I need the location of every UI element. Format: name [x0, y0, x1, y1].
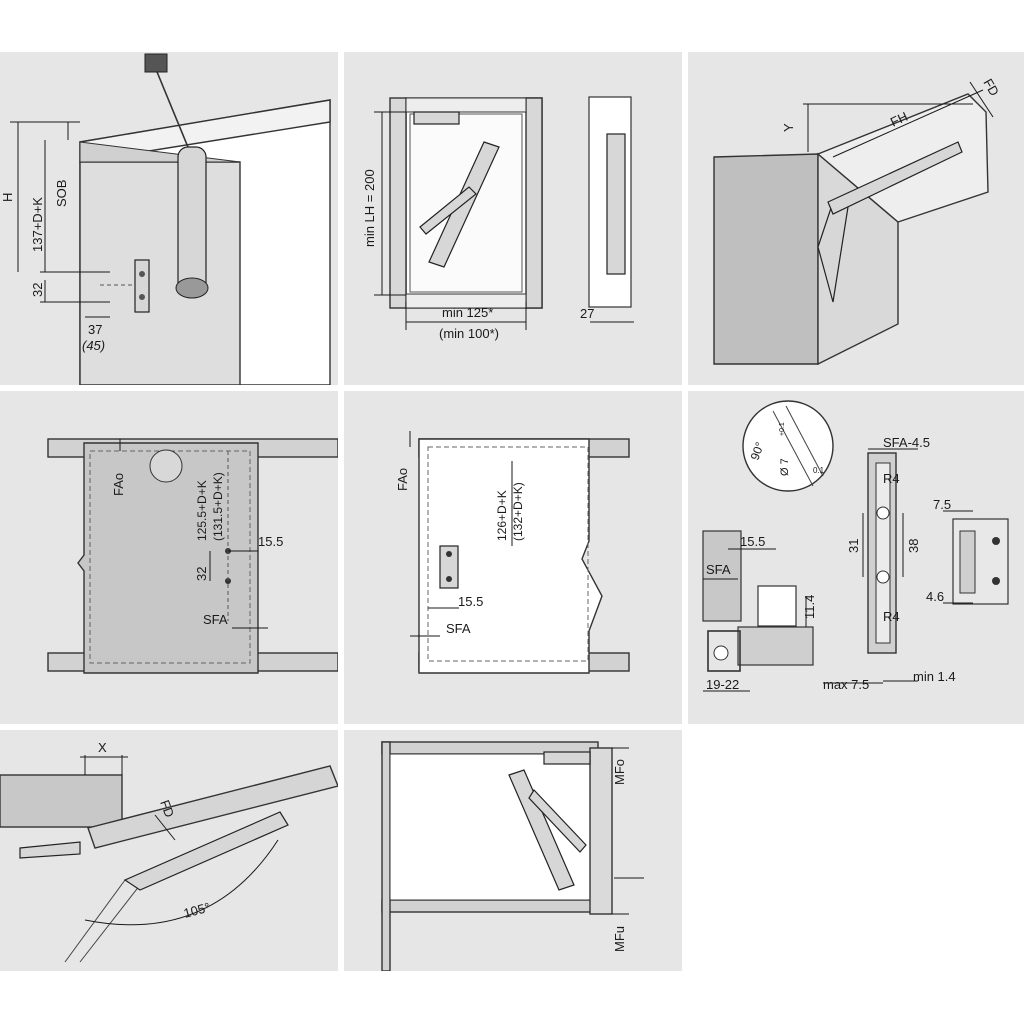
panel-opening-angle: X FD 105°	[0, 730, 338, 971]
label-dia7: Ø 7	[779, 458, 791, 476]
label-132: (132+D+K)	[511, 482, 525, 541]
label-Y: Y	[781, 123, 796, 132]
label-r4-top: R4	[883, 471, 900, 486]
label-MFo: MFo	[612, 759, 627, 785]
mounting-height-diagram: H SOB 137+D+K 32 37 (45)	[0, 53, 331, 385]
label-27: 27	[580, 306, 594, 321]
label-FD: FD	[980, 76, 1002, 99]
panel-mounting-plate-detail: 90° Ø 7 +0.1 0.1 SFA-4.5 R4 R4 31 38 7.5…	[688, 391, 1024, 724]
cabinet-section-diagram: MFo MFu	[381, 741, 644, 971]
label-X: X	[98, 740, 107, 755]
label-45: (45)	[82, 338, 105, 353]
opening-angle-diagram: X FD 105°	[0, 740, 338, 963]
flap-open-diagram: Y FH FD	[713, 76, 1002, 366]
label-15-5: 15.5	[740, 534, 765, 549]
label-sfa: SFA	[203, 612, 228, 627]
label-31: 31	[846, 539, 861, 553]
label-FAo: FAo	[395, 468, 410, 491]
panel-side-drilling: FAo 125.5+D+K (131.5+D+K) 15.5 32 SFA	[0, 391, 338, 724]
label-min-1-4: min 1.4	[913, 669, 956, 684]
label-125: 125.5+D+K	[195, 480, 209, 541]
mounting-plate-detail-diagram: 90° Ø 7 +0.1 0.1 SFA-4.5 R4 R4 31 38 7.5…	[702, 400, 1009, 692]
label-tol: +0.1	[779, 422, 786, 436]
label-32: 32	[194, 567, 209, 581]
label-90deg: 90°	[748, 440, 767, 462]
label-sfa: SFA	[706, 562, 731, 577]
label-19-22: 19-22	[706, 677, 739, 692]
label-15-5: 15.5	[458, 594, 483, 609]
label-FAo: FAo	[111, 473, 126, 496]
label-4-6: 4.6	[926, 589, 944, 604]
panel-mounting-height: H SOB 137+D+K 32 37 (45)	[0, 52, 338, 385]
label-126: 126+D+K	[495, 490, 509, 541]
side-drilling-diagram: FAo 125.5+D+K (131.5+D+K) 15.5 32 SFA	[47, 438, 338, 674]
label-11-4: 11.4	[802, 595, 817, 619]
label-SOB: SOB	[54, 180, 69, 207]
label-105deg: 105°	[182, 899, 212, 920]
panel-cabinet-section: MFo MFu	[344, 730, 682, 971]
panel-cabinet-front: min LH = 200 min 125* (min 100*) 27	[344, 52, 682, 385]
label-131: (131.5+D+K)	[211, 472, 225, 541]
panel-flap-open: Y FH FD	[688, 52, 1024, 385]
label-min125: min 125*	[442, 305, 493, 320]
inner-drilling-diagram: FAo 126+D+K (132+D+K) 15.5 SFA	[395, 431, 630, 674]
panel-inner-drilling: FAo 126+D+K (132+D+K) 15.5 SFA	[344, 391, 682, 724]
label-FH: FH	[888, 109, 910, 130]
label-15-5: 15.5	[258, 534, 283, 549]
label-r4-bottom: R4	[883, 609, 900, 624]
label-32: 32	[30, 283, 45, 297]
label-min100: (min 100*)	[439, 326, 499, 341]
label-0-1: 0.1	[813, 466, 825, 475]
cabinet-front-diagram: min LH = 200 min 125* (min 100*) 27	[362, 96, 634, 341]
label-sfa-4-5: SFA-4.5	[883, 435, 930, 450]
label-7-5: 7.5	[933, 497, 951, 512]
label-sfa: SFA	[446, 621, 471, 636]
label-H: H	[0, 193, 15, 202]
label-137DK: 137+D+K	[30, 197, 45, 252]
label-max-7-5: max 7.5	[823, 677, 869, 692]
label-min-lh: min LH = 200	[362, 169, 377, 247]
label-MFu: MFu	[612, 926, 627, 952]
label-37: 37	[88, 322, 102, 337]
label-FD: FD	[157, 798, 177, 819]
label-38: 38	[906, 539, 921, 553]
